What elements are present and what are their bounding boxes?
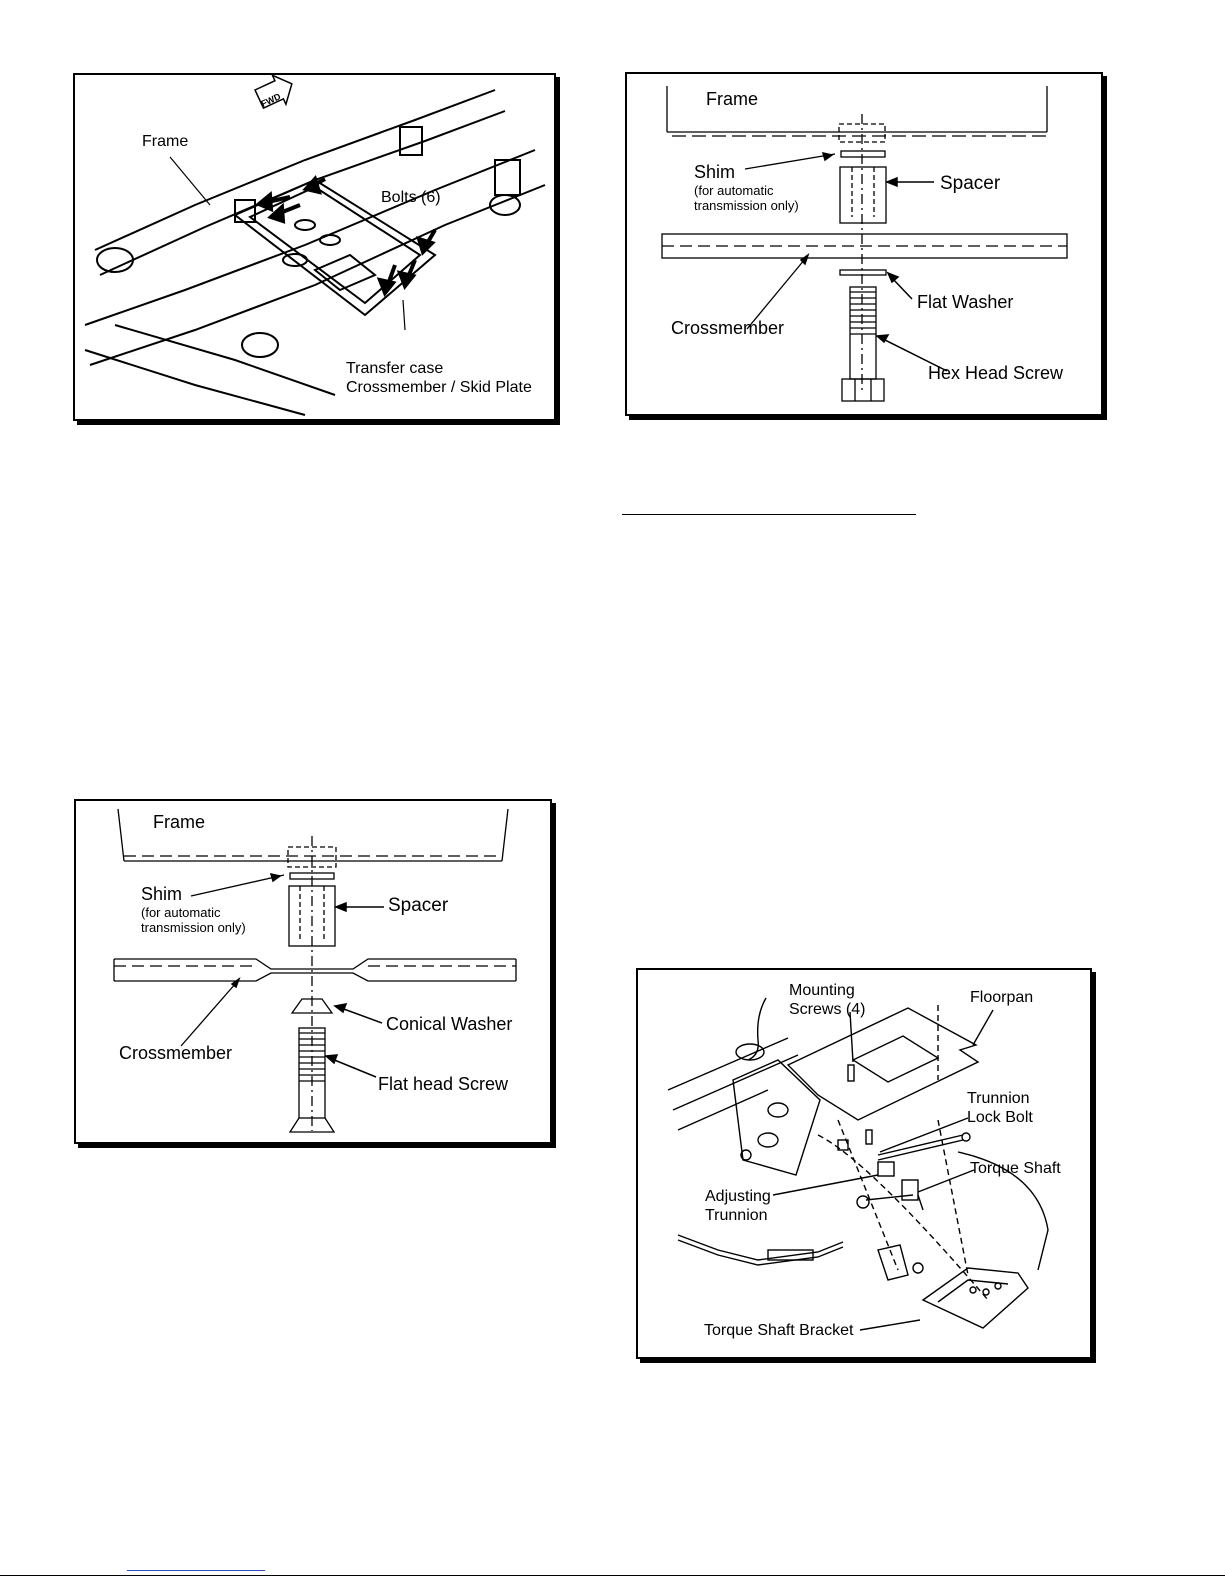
frame-label: Frame — [142, 133, 189, 150]
shim-note-line1: (for automatic — [694, 183, 774, 198]
section-divider — [622, 514, 916, 515]
adjusting-trunnion-label-line1: Adjusting — [705, 1188, 771, 1205]
figure-transfer-case-crossmember: FWD Frame Bolts (6) Transfer case Crossm… — [73, 73, 556, 421]
figure-torque-shaft-assembly: Mounting Screws (4) Floorpan Trunnion Lo… — [636, 968, 1092, 1359]
mounting-screws-label-line2: Screws (4) — [789, 1001, 866, 1018]
transfer-case-label-line1: Transfer case — [346, 360, 444, 377]
crossmember-label: Crossmember — [671, 318, 785, 338]
frame-label: Frame — [153, 812, 206, 832]
frame-label: Frame — [706, 89, 759, 109]
adjusting-trunnion-label-line2: Trunnion — [705, 1207, 768, 1224]
shim-label: Shim — [141, 884, 183, 904]
flat-washer-label: Flat Washer — [917, 292, 1014, 312]
floorpan-label: Floorpan — [970, 989, 1034, 1006]
flat-screw-stack-drawing — [113, 808, 517, 1133]
conical-washer-label: Conical Washer — [386, 1014, 513, 1034]
hex-screw-stack-drawing — [661, 86, 1068, 402]
torque-shaft-drawing — [667, 997, 1049, 1331]
footer-link-underline — [127, 1570, 265, 1571]
transfer-case-label-line2: Crossmember / Skid Plate — [346, 379, 532, 396]
trunnion-lock-bolt-label-line2: Lock Bolt — [967, 1109, 1033, 1126]
frame-drawing — [84, 75, 546, 416]
spacer-label: Spacer — [940, 173, 1001, 194]
bolts-label: Bolts (6) — [381, 189, 441, 206]
shim-label: Shim — [694, 162, 736, 182]
torque-shaft-bracket-label: Torque Shaft Bracket — [704, 1322, 854, 1339]
figure-hex-head-screw-stack: Frame Shim (for automatic transmission o… — [625, 72, 1103, 416]
shim-note-line2: transmission only) — [141, 920, 246, 935]
torque-shaft-label: Torque Shaft — [970, 1160, 1061, 1177]
hex-head-screw-label: Hex Head Screw — [928, 363, 1064, 383]
mounting-screws-label-line1: Mounting — [789, 982, 855, 999]
crossmember-label: Crossmember — [119, 1043, 233, 1063]
shim-note-line1: (for automatic — [141, 905, 221, 920]
figure-flat-head-screw-stack: Frame Shim (for automatic transmission o… — [74, 799, 552, 1144]
trunnion-lock-bolt-label-line1: Trunnion — [967, 1090, 1030, 1107]
footer-rule — [0, 1575, 1225, 1576]
spacer-label: Spacer — [388, 895, 449, 916]
shim-note-line2: transmission only) — [694, 198, 799, 213]
flat-head-screw-label: Flat head Screw — [378, 1074, 509, 1094]
